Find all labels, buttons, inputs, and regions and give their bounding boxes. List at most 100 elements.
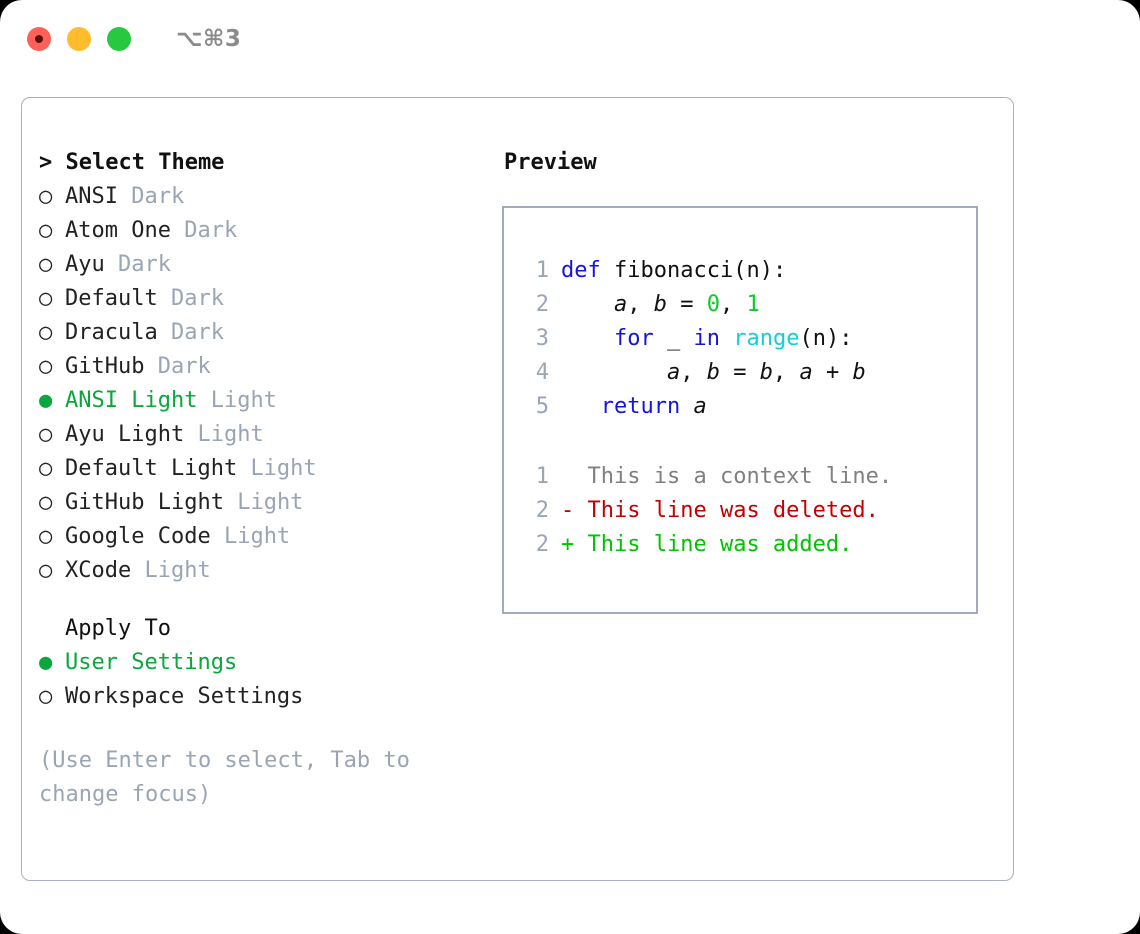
- theme-variant-badge: Light: [223, 524, 291, 549]
- token-fn: fibonacci: [614, 258, 734, 283]
- theme-option-ayu-light[interactable]: ○ Ayu Light Light: [39, 418, 502, 452]
- token-punct: ,: [719, 292, 747, 317]
- radio-unselected-icon: ○: [39, 354, 53, 379]
- theme-option-label: Ayu: [65, 252, 105, 277]
- theme-option-github-light[interactable]: ○GitHub Light Light: [39, 486, 502, 520]
- theme-option-default-light[interactable]: ○Default Light Light: [39, 452, 502, 486]
- theme-option-list: ○ANSI Dark○Atom One Dark○Ayu Dark○Defaul…: [39, 180, 502, 588]
- minimize-window-button[interactable]: [67, 27, 91, 51]
- line-number: 1: [535, 464, 549, 489]
- token-var: b: [653, 292, 667, 317]
- theme-option-label: GitHub: [65, 354, 145, 379]
- radio-unselected-icon: ○: [39, 320, 53, 345]
- diff-line-ctx: 1 This is a context line.: [519, 460, 976, 494]
- theme-option-label: Default: [65, 286, 158, 311]
- theme-variant-badge: Light: [250, 456, 317, 481]
- diff-text: This line was deleted.: [587, 498, 879, 523]
- radio-unselected-icon: ○: [39, 422, 53, 447]
- token-plain: [680, 394, 693, 419]
- theme-option-label: Google Code: [65, 524, 211, 549]
- label-separator: [184, 418, 197, 452]
- theme-option-label: XCode: [65, 558, 132, 583]
- token-punct: =: [719, 360, 760, 385]
- apply-to-option-label: User Settings: [65, 650, 238, 675]
- token-plain: [561, 360, 667, 385]
- line-number: 2: [535, 498, 549, 523]
- theme-option-ansi[interactable]: ○ANSI Dark: [39, 180, 502, 214]
- maximize-window-button[interactable]: [107, 27, 131, 51]
- theme-option-ayu[interactable]: ○ Ayu Dark: [39, 248, 502, 282]
- preview-divider-gap: [519, 424, 976, 460]
- radio-unselected-icon: ○: [39, 252, 53, 277]
- token-punct: (n):: [799, 326, 853, 351]
- theme-variant-badge: Light: [210, 388, 277, 413]
- radio-selected-icon: ●: [39, 388, 53, 413]
- token-num: 0: [706, 292, 720, 317]
- close-window-button[interactable]: [27, 27, 51, 51]
- diff-marker: [561, 460, 588, 494]
- label-separator: [211, 520, 224, 554]
- token-punct: (n):: [733, 258, 787, 283]
- radio-unselected-icon: ○: [39, 456, 53, 481]
- diff-line-del: 2- This line was deleted.: [519, 494, 976, 528]
- theme-variant-badge: Light: [197, 422, 264, 447]
- theme-variant-badge: Dark: [170, 286, 224, 311]
- token-punct: ,: [627, 292, 654, 317]
- keyboard-hint-text: (Use Enter to select, Tab to change focu…: [39, 748, 424, 807]
- line-number: 4: [535, 360, 549, 385]
- theme-option-xcode[interactable]: ○XCode Light: [39, 554, 502, 588]
- apply-to-heading: Apply To: [65, 616, 171, 641]
- token-plain: [561, 326, 614, 351]
- theme-option-default[interactable]: ○ Default Dark: [39, 282, 502, 316]
- label-separator: [131, 554, 144, 588]
- title-bar: ⌥⌘3: [0, 0, 1140, 78]
- theme-option-dracula[interactable]: ○Dracula Dark: [39, 316, 502, 350]
- theme-variant-badge: Light: [144, 558, 211, 583]
- theme-variant-badge: Dark: [118, 252, 171, 277]
- radio-selected-icon: ●: [39, 650, 53, 675]
- token-punct: +: [812, 360, 853, 385]
- theme-option-label: ANSI: [65, 184, 118, 209]
- diff-marker: +: [561, 532, 588, 557]
- radio-unselected-icon: ○: [39, 286, 53, 311]
- theme-option-google-code[interactable]: ○Google Code Light: [39, 520, 502, 554]
- theme-option-label: Dracula: [65, 320, 158, 345]
- apply-to-option-list: ● User Settings ○Workspace Settings: [39, 646, 502, 714]
- code-line: 5 return a: [519, 390, 976, 424]
- code-text: a, b = 0, 1: [561, 288, 760, 322]
- theme-variant-badge: Dark: [157, 354, 211, 379]
- token-punct: ,: [772, 360, 800, 385]
- label-separator: [158, 316, 171, 350]
- theme-option-label: Atom One: [65, 218, 171, 243]
- diff-line-add: 2+ This line was added.: [519, 528, 976, 562]
- apply-to-option-user-settings[interactable]: ● User Settings: [39, 646, 502, 680]
- label-separator: [171, 214, 184, 248]
- token-kw: in: [693, 326, 720, 351]
- diff-marker: -: [561, 498, 588, 523]
- main-panel: > Select Theme ○ANSI Dark○Atom One Dark○…: [21, 97, 1014, 881]
- token-var: b: [759, 360, 773, 385]
- token-kw: return: [600, 394, 681, 419]
- preview-heading: Preview: [504, 150, 597, 175]
- token-plain: [720, 326, 733, 351]
- line-number: 2: [535, 292, 549, 317]
- theme-option-ansi-light[interactable]: ● ANSI Light Light: [39, 384, 502, 418]
- line-number: 5: [535, 394, 549, 419]
- theme-option-github[interactable]: ○ GitHub Dark: [39, 350, 502, 384]
- theme-option-label: ANSI Light: [65, 388, 198, 413]
- token-var: a: [693, 394, 707, 419]
- keyboard-shortcut-label: ⌥⌘3: [176, 26, 242, 52]
- code-text: for _ in range(n):: [561, 322, 852, 356]
- theme-option-atom-one[interactable]: ○Atom One Dark: [39, 214, 502, 248]
- apply-to-option-workspace-settings[interactable]: ○Workspace Settings: [39, 680, 502, 714]
- code-text: a, b = b, a + b: [561, 356, 866, 390]
- token-punct: =: [666, 292, 707, 317]
- token-builtin: range: [733, 326, 800, 351]
- code-text: return a: [561, 390, 707, 424]
- theme-option-label: Ayu Light: [65, 422, 185, 447]
- code-line: 3 for _ in range(n):: [519, 322, 976, 356]
- theme-option-label: GitHub Light: [65, 490, 224, 515]
- window-controls: [27, 27, 131, 51]
